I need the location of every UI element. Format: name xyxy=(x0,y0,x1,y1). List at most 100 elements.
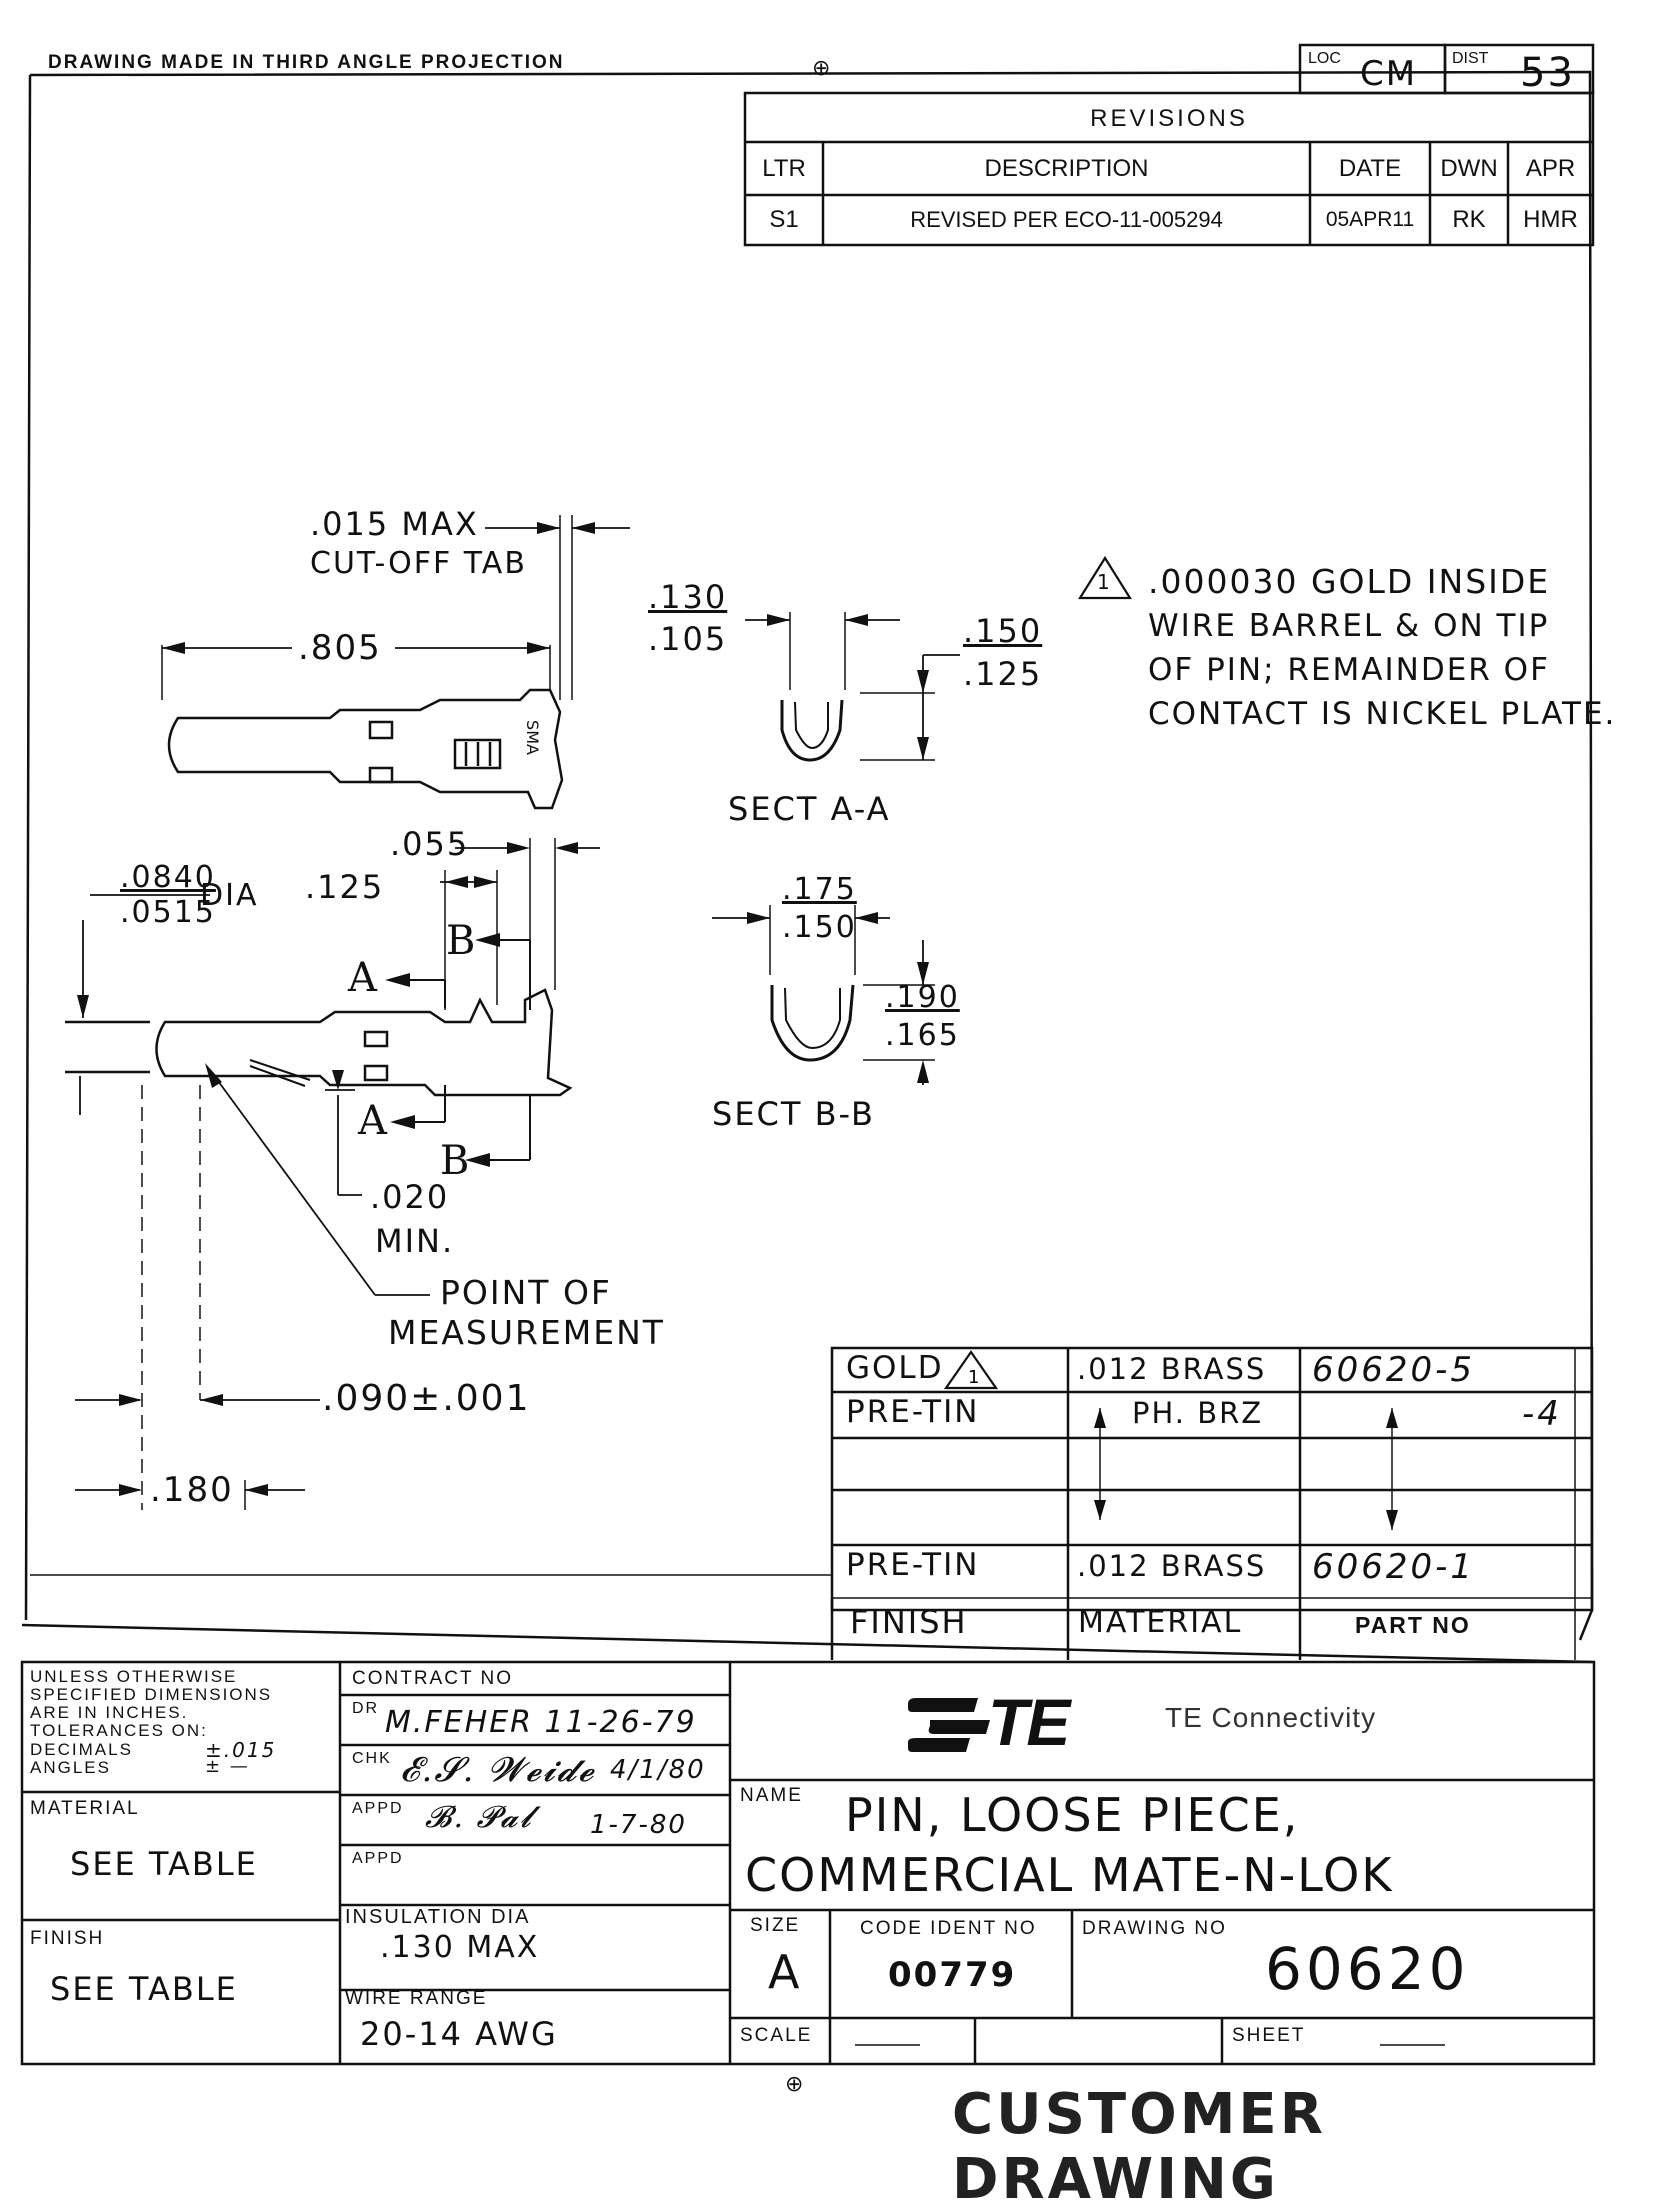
dim-055: .055 xyxy=(390,825,470,863)
contract-label: CONTRACT NO xyxy=(352,1668,513,1689)
point-of-measurement-line1: POINT OF xyxy=(440,1273,612,1312)
name-label: NAME xyxy=(740,1785,803,1806)
rev-row-dwn: RK xyxy=(1452,206,1486,233)
dim-020: .020 xyxy=(370,1178,450,1216)
company-name: TE Connectivity xyxy=(1165,1702,1377,1733)
angles-label: ANGLES xyxy=(30,1758,111,1777)
note-warning-icon: 1 xyxy=(1097,570,1110,594)
parts-table-row xyxy=(832,1490,1592,1545)
sect-b-height-top: .190 xyxy=(885,980,960,1015)
parts-header-finish: FINISH xyxy=(850,1603,968,1641)
sect-a-width-bottom: .105 xyxy=(648,620,728,658)
parts-table-row: GOLD .012 BRASS 60620-5 1 xyxy=(832,1348,1592,1392)
dim-dia-bottom: .0515 xyxy=(120,895,216,930)
point-of-measurement-line2: MEASUREMENT xyxy=(388,1313,665,1352)
material-label: MATERIAL xyxy=(30,1798,140,1819)
tolerance-line-3: ARE IN INCHES. xyxy=(30,1703,189,1722)
code-ident-value: 00779 xyxy=(888,1955,1017,1995)
dim-cutoff-value: .015 MAX xyxy=(310,505,479,543)
dim-090-tolerance: .090±.001 xyxy=(322,1378,531,1419)
parts-row-finish: PRE-TIN xyxy=(846,1394,980,1430)
parts-row-part-no: 60620-5 xyxy=(1312,1350,1476,1390)
sect-b-height-bottom: .165 xyxy=(885,1018,960,1053)
note-line-3: OF PIN; REMAINDER OF xyxy=(1148,652,1550,688)
appd2-label: APPD xyxy=(352,1850,404,1867)
rev-col-apr: APR xyxy=(1525,154,1576,182)
note-line-4: CONTACT IS NICKEL PLATE. xyxy=(1148,696,1617,732)
rev-col-ltr: LTR xyxy=(762,154,806,182)
projection-note: DRAWING MADE IN THIRD ANGLE PROJECTION xyxy=(48,52,565,73)
parts-row-finish: PRE-TIN xyxy=(846,1547,980,1583)
rev-row-date: 05APR11 xyxy=(1325,208,1415,231)
chk-signature: 𝓔.𝓢. 𝓦𝓮𝓲𝓭𝓮 xyxy=(400,1750,596,1790)
sheet-label: SHEET xyxy=(1232,2025,1306,2046)
section-marker-b-bottom: B xyxy=(440,1138,470,1184)
sect-b-label: SECT B-B xyxy=(712,1095,875,1133)
dim-overall-length: .805 xyxy=(298,628,382,668)
parts-row-part-no: 60620-1 xyxy=(1312,1547,1476,1587)
insulation-label: INSULATION DIA xyxy=(345,1906,531,1928)
te-logo-mark-icon xyxy=(908,1698,990,1752)
dr-value: M.FEHER 11-26-79 xyxy=(385,1705,697,1740)
parts-row-finish: GOLD xyxy=(846,1350,944,1386)
name-line-2: COMMERCIAL MATE-N-LOK xyxy=(745,1848,1394,1902)
parts-row-warning-icon: 1 xyxy=(942,1348,1000,1392)
svg-text:1: 1 xyxy=(968,1367,979,1388)
appd1-signature: 𝓑. 𝓟𝓪𝓵 xyxy=(425,1800,534,1835)
angles-value: ± — xyxy=(205,1756,250,1777)
rev-row-apr: HMR xyxy=(1523,206,1578,233)
loc-label: LOC xyxy=(1308,50,1341,67)
dim-dia-suffix: DIA xyxy=(200,878,259,913)
rev-col-dwn: DWN xyxy=(1440,154,1498,182)
wire-range-value: 20-14 AWG xyxy=(360,2015,558,2053)
finish-value: SEE TABLE xyxy=(50,1970,238,2008)
insulation-value: .130 MAX xyxy=(380,1930,540,1965)
sect-b-width-bottom: .150 xyxy=(782,910,857,945)
chk-label: CHK xyxy=(352,1750,392,1767)
footer-symbol-icon: ⊕ xyxy=(785,2072,804,2097)
appd1-value: 1-7-80 xyxy=(590,1810,687,1840)
note-line-1: .000030 GOLD INSIDE xyxy=(1148,562,1551,601)
parts-header-material: MATERIAL xyxy=(1078,1605,1243,1640)
parts-row-material: .012 BRASS xyxy=(1077,1352,1267,1386)
appd1-label: APPD xyxy=(352,1800,404,1817)
pin-stamp-icon: SMA xyxy=(522,720,542,755)
material-value: SEE TABLE xyxy=(70,1845,258,1883)
parts-table-row xyxy=(832,1438,1592,1490)
sect-a-height-bottom: .125 xyxy=(963,655,1043,693)
tolerance-line-4: TOLERANCES ON: xyxy=(30,1721,208,1740)
rev-row-ltr: S1 xyxy=(769,206,799,233)
sect-a-label: SECT A-A xyxy=(728,790,891,828)
tolerance-line-1: UNLESS OTHERWISE xyxy=(30,1667,238,1686)
parts-row-material: .012 BRASS xyxy=(1077,1549,1267,1583)
dim-125: .125 xyxy=(305,868,385,906)
rev-col-description: DESCRIPTION xyxy=(984,154,1149,182)
section-marker-a-bottom: A xyxy=(358,1098,387,1144)
size-value: A xyxy=(768,1945,802,1999)
sect-a-height-top: .150 xyxy=(963,612,1043,650)
te-logo-text: TE xyxy=(988,1685,1070,1759)
dim-180: .180 xyxy=(150,1470,234,1510)
projection-symbol-icon: ⊕ xyxy=(812,56,831,81)
code-ident-label: CODE IDENT NO xyxy=(860,1918,1037,1939)
name-line-1: PIN, LOOSE PIECE, xyxy=(845,1788,1300,1842)
dr-label: DR xyxy=(352,1700,380,1717)
tolerance-line-2: SPECIFIED DIMENSIONS xyxy=(30,1685,273,1704)
decimals-label: DECIMALS xyxy=(30,1740,133,1759)
size-label: SIZE xyxy=(750,1915,801,1936)
te-logo-icon: TE xyxy=(900,1685,1120,1760)
scale-label: SCALE xyxy=(740,2025,813,2046)
sect-b-width-top: .175 xyxy=(782,872,857,907)
revisions-title: REVISIONS xyxy=(1090,104,1248,132)
dist-value: 53 xyxy=(1520,50,1575,96)
rev-row-description: REVISED PER ECO-11-005294 xyxy=(910,207,1223,232)
parts-table-row: PRE-TIN .012 BRASS 60620-1 xyxy=(832,1545,1592,1598)
note-line-2: WIRE BARREL & ON TIP xyxy=(1148,608,1550,644)
dim-cutoff-label: CUT-OFF TAB xyxy=(310,546,527,581)
dim-020-min: MIN. xyxy=(375,1222,455,1260)
loc-value: CM xyxy=(1360,54,1418,94)
parts-row-part-no: -4 xyxy=(1522,1394,1562,1434)
chk-value: 4/1/80 xyxy=(610,1755,706,1785)
